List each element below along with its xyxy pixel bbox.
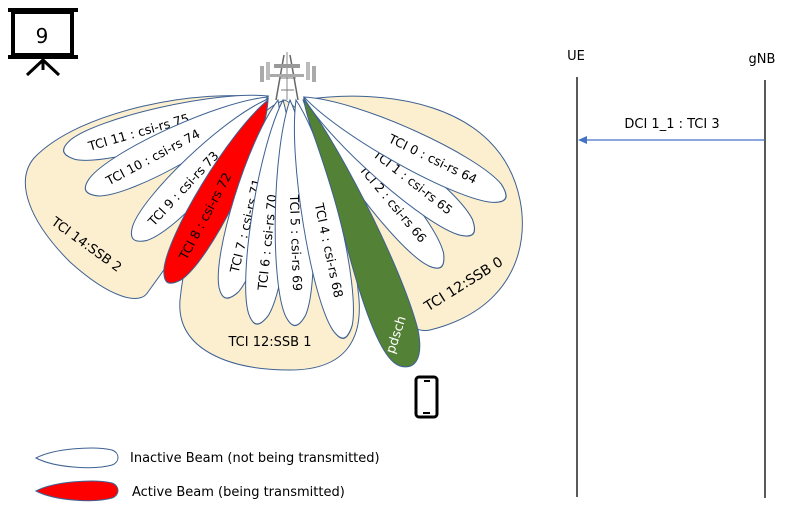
slide-number: 9 (36, 24, 49, 48)
beam-7: TCI 5 : csi-rs 69 (269, 98, 318, 327)
mobile-phone-icon (414, 375, 439, 419)
dci-message-label: DCI 1_1 : TCI 3 (624, 117, 719, 132)
legend-inactive-label: Inactive Beam (not being transmitted) (130, 451, 380, 466)
gnb-label: gNB (749, 52, 776, 67)
ssb1-label: TCI 12:SSB 1 (228, 335, 312, 350)
pdsch-beam: pdsch (303, 98, 421, 368)
sequence-diagram: UE gNB DCI 1_1 : TCI 3 (567, 49, 775, 498)
ue-label: UE (567, 49, 585, 64)
cell-tower-icon (260, 52, 316, 101)
slide-number-icon: 9 (8, 8, 78, 77)
legend: Inactive Beam (not being transmitted) Ac… (34, 447, 380, 502)
beam-label: TCI 5 : csi-rs 69 (287, 193, 305, 291)
legend-active-label: Active Beam (being transmitted) (132, 485, 345, 500)
dci-arrowhead (578, 136, 587, 144)
legend-inactive-swatch (34, 447, 119, 469)
legend-active-swatch (34, 480, 119, 502)
